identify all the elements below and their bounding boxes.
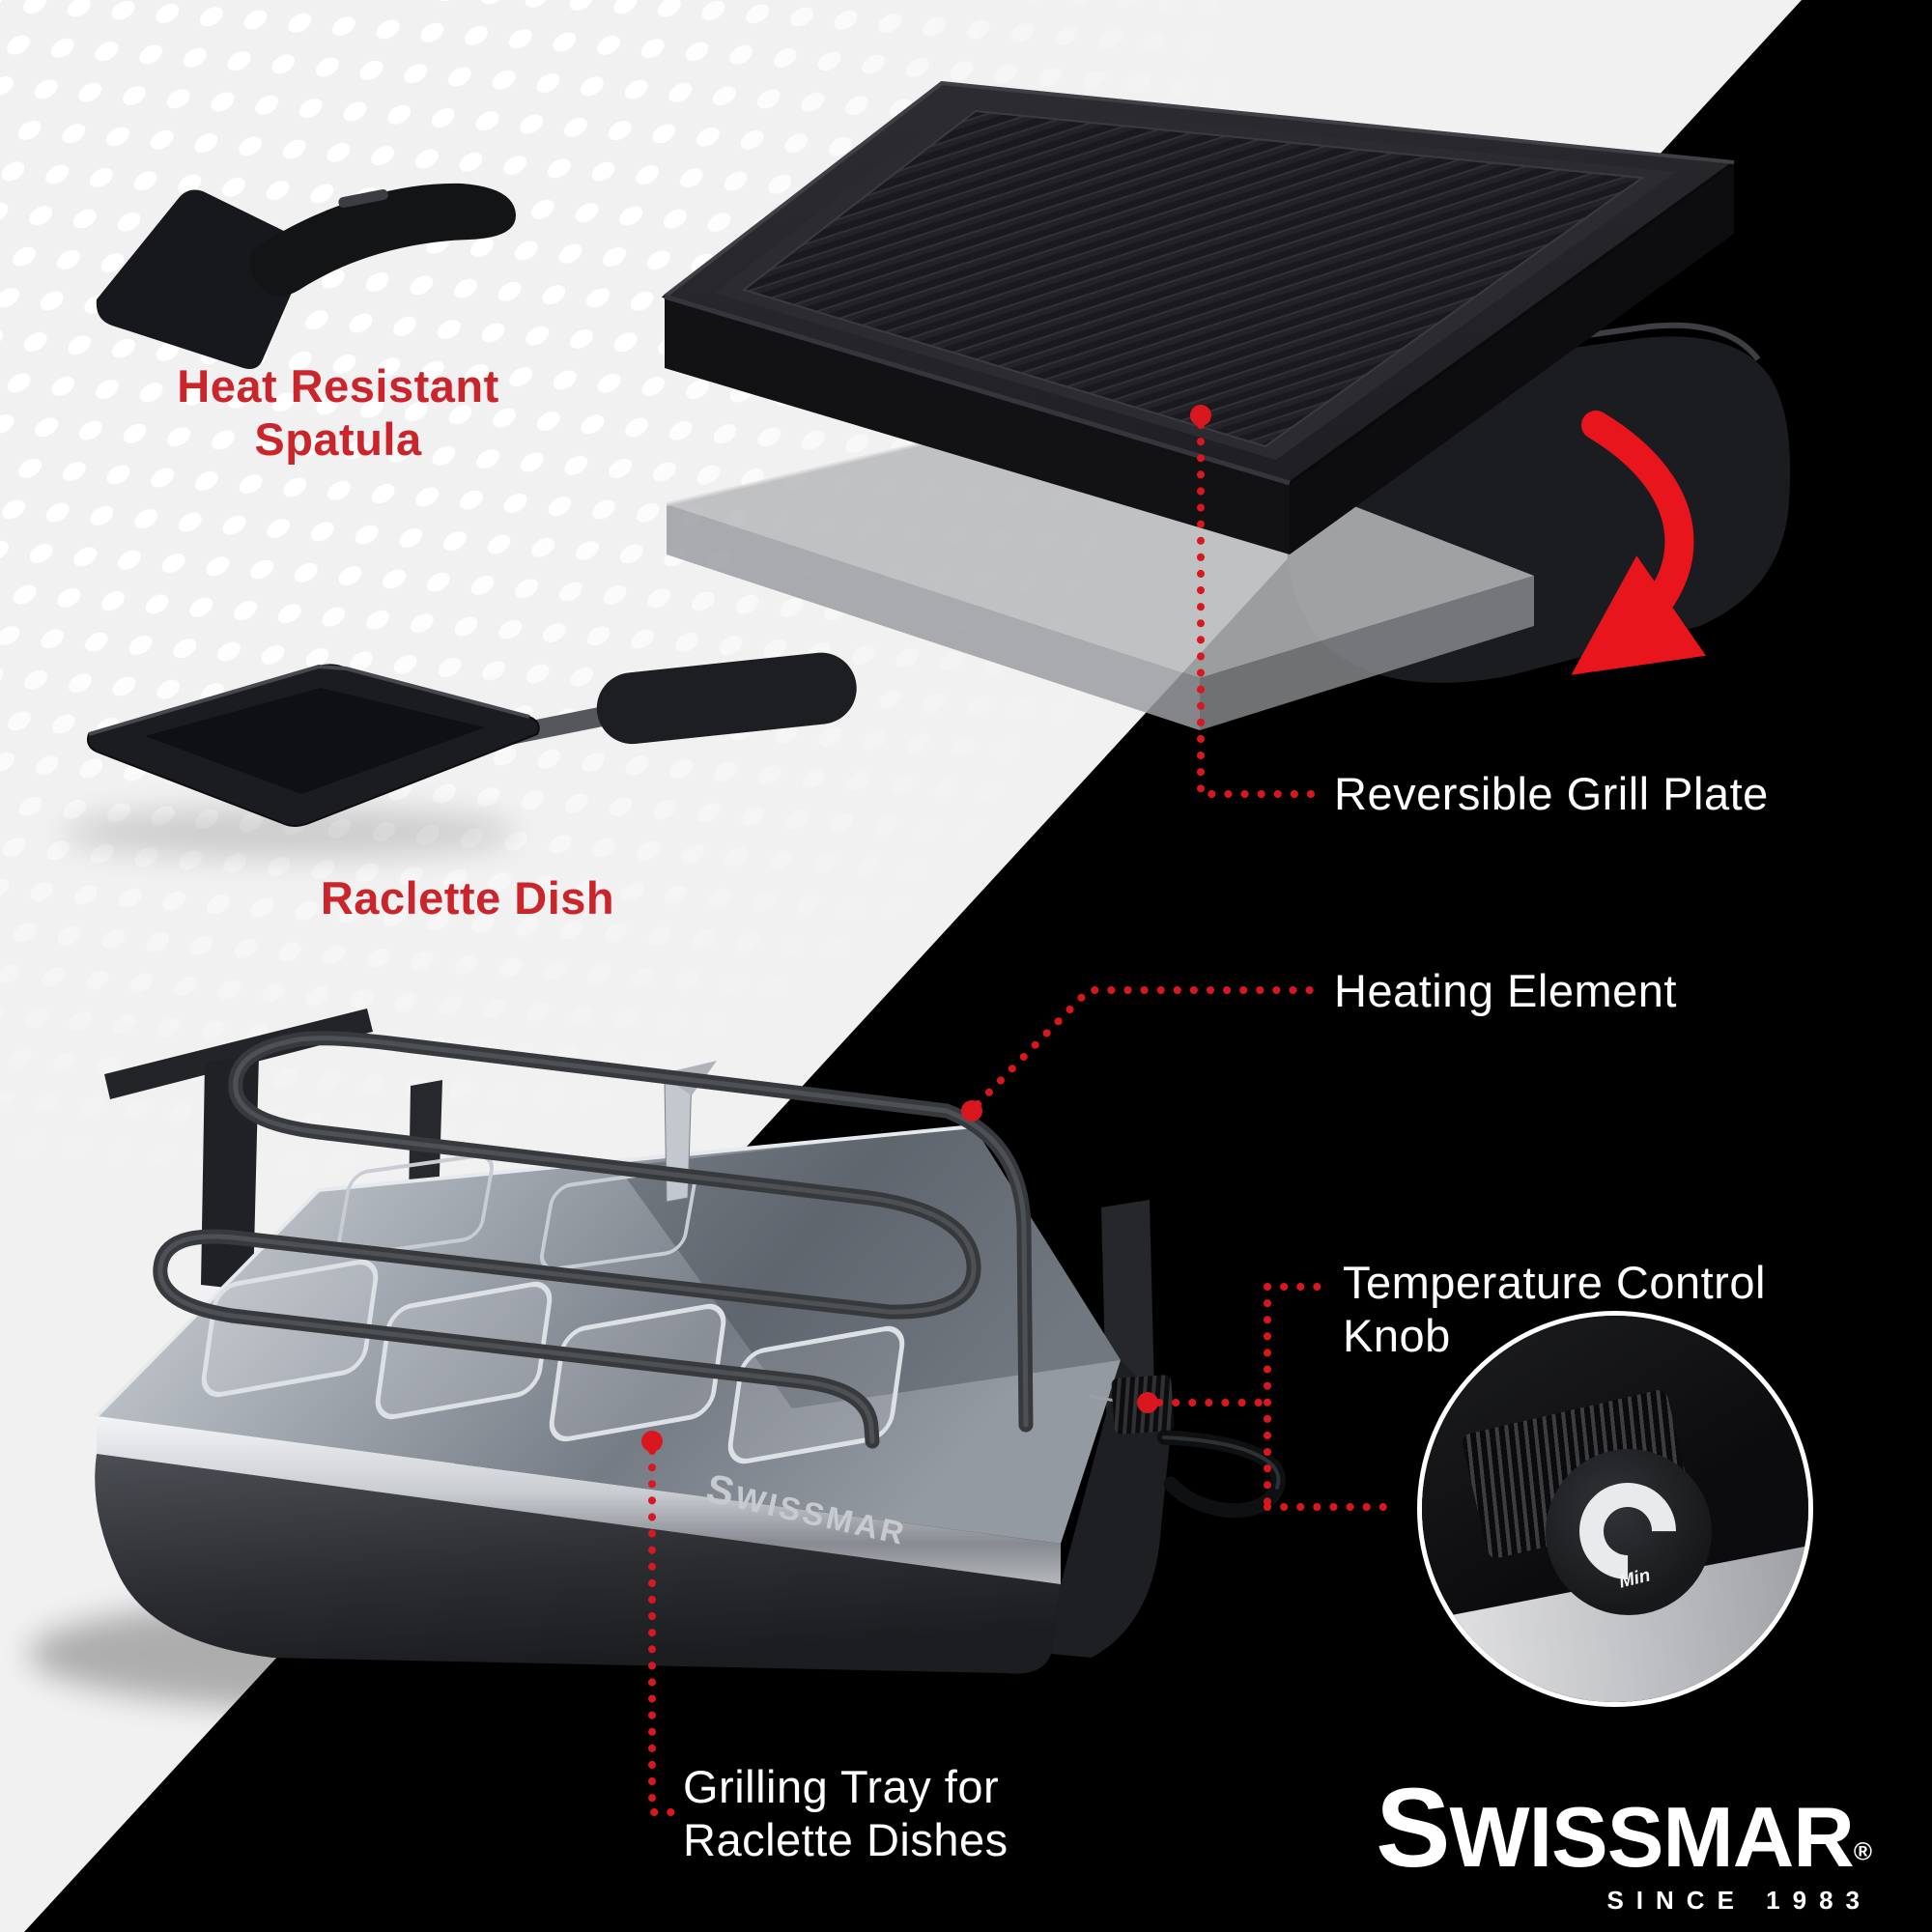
brand-logo: SWISSMAR® SINCE 1983 xyxy=(1376,1772,1872,1916)
label-line: Knob xyxy=(1343,1310,1451,1362)
label-temperature-control-knob: Temperature Control Knob xyxy=(1343,1256,1766,1363)
label-line: Raclette Dishes xyxy=(683,1814,1009,1866)
temperature-knob-inset: Min xyxy=(1417,1311,1813,1707)
spatula-image xyxy=(96,183,517,369)
label-line: Spatula xyxy=(254,413,422,466)
tray-back-slots xyxy=(337,1153,696,1271)
brand-logo-wordmark: SWISSMAR xyxy=(1376,1765,1855,1890)
label-line: Reversible Grill Plate xyxy=(1334,768,1769,819)
label-line: Raclette Dish xyxy=(320,872,615,923)
label-reversible-grill-plate: Reversible Grill Plate xyxy=(1334,767,1769,820)
label-heat-resistant-spatula: Heat Resistant Spatula xyxy=(101,359,575,467)
leader-line-grill-plate xyxy=(1190,405,1318,798)
label-raclette-dish: Raclette Dish xyxy=(245,871,690,924)
heating-element-wire xyxy=(153,1031,1034,1449)
spatula-handle-print xyxy=(338,188,388,208)
leader-line-temperature-knob xyxy=(1137,1283,1403,1511)
label-line: Heating Element xyxy=(1334,965,1677,1016)
tray-dish-slots xyxy=(201,1259,905,1464)
label-line: Heat Resistant xyxy=(177,360,499,412)
label-heating-element: Heating Element xyxy=(1334,964,1677,1017)
label-line: Grilling Tray for xyxy=(683,1761,1000,1812)
grill-plate-image xyxy=(661,80,1739,554)
label-grilling-tray: Grilling Tray for Raclette Dishes xyxy=(683,1760,1009,1867)
inset-knob-face xyxy=(1546,1449,1712,1615)
ghost-plate-image xyxy=(666,402,1534,730)
flip-arrow-icon xyxy=(1571,411,1707,675)
leader-line-heating-element xyxy=(961,986,1318,1122)
label-line: Temperature Control xyxy=(1343,1257,1766,1308)
raclette-dish-image xyxy=(63,652,857,858)
leader-line-grilling-tray xyxy=(641,1431,680,1816)
brand-logo-tagline: SINCE 1983 xyxy=(1606,1886,1872,1915)
raclette-grill-image xyxy=(29,1009,1286,1714)
left-bracket-bar xyxy=(104,1009,373,1099)
registered-trademark-icon: ® xyxy=(1853,1836,1872,1866)
power-cord xyxy=(1156,1430,1286,1519)
